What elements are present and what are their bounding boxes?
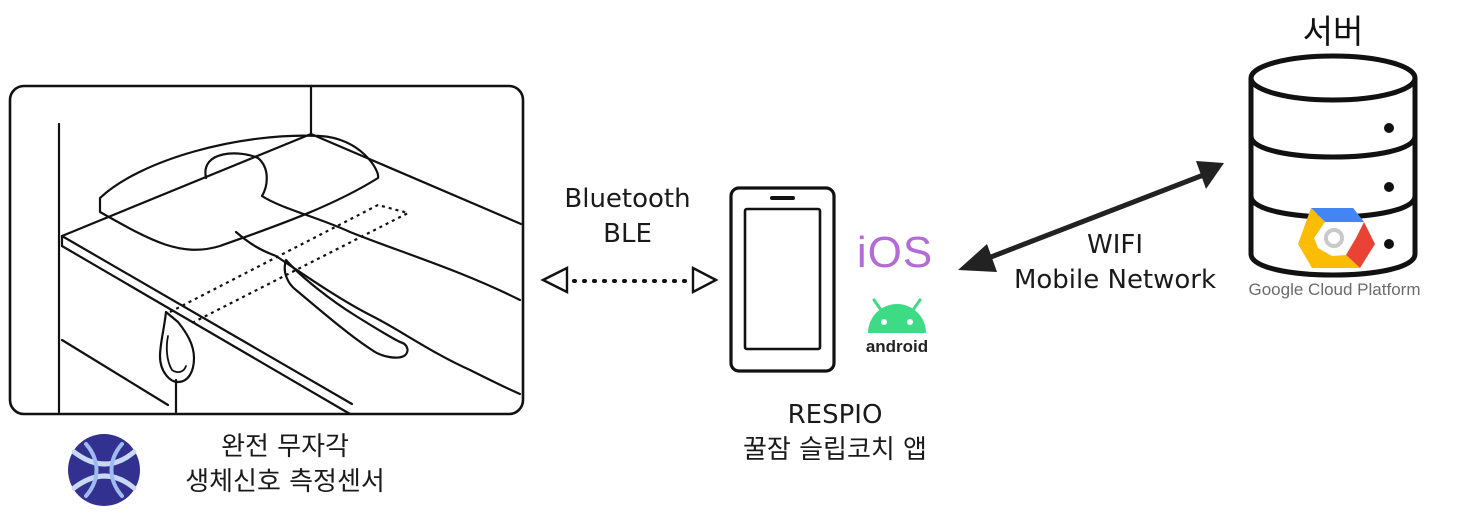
sensor-caption-line2: 생체신호 측정센서 — [185, 467, 385, 497]
network-label-line1: WIFI — [1087, 230, 1143, 260]
app-caption-line2: 꿀잠 슬립코치 앱 — [743, 435, 927, 465]
ble-label: Bluetooth BLE — [540, 182, 715, 252]
android-logo-icon — [868, 298, 926, 333]
app-caption-line1: RESPIO — [787, 400, 883, 430]
google-cloud-platform-label: Google Cloud Platform — [1248, 280, 1421, 299]
network-label-line2: Mobile Network — [1013, 265, 1217, 295]
google-cloud-logo-icon — [1298, 208, 1375, 268]
server-title: 서버 — [1302, 12, 1364, 51]
app-caption: RESPIO 꿀잠 슬립코치 앱 — [700, 398, 970, 468]
sensor-caption: 완전 무자각 생체신호 측정센서 — [160, 430, 410, 500]
network-label: WIFI Mobile Network — [1000, 228, 1230, 298]
sensor-brand-logo — [68, 434, 140, 506]
smartphone-icon — [729, 186, 836, 373]
ios-logo-text: iOS — [856, 228, 934, 277]
ble-label-line2: BLE — [603, 219, 652, 249]
android-logo-text: android — [865, 337, 929, 356]
sensor-strip — [169, 203, 412, 325]
bed-illustration — [8, 84, 525, 416]
ble-label-line1: Bluetooth — [564, 184, 691, 214]
network-link-arrow — [958, 161, 1224, 272]
ble-link-arrow — [540, 266, 719, 294]
sensor-caption-line1: 완전 무자각 — [221, 432, 349, 462]
